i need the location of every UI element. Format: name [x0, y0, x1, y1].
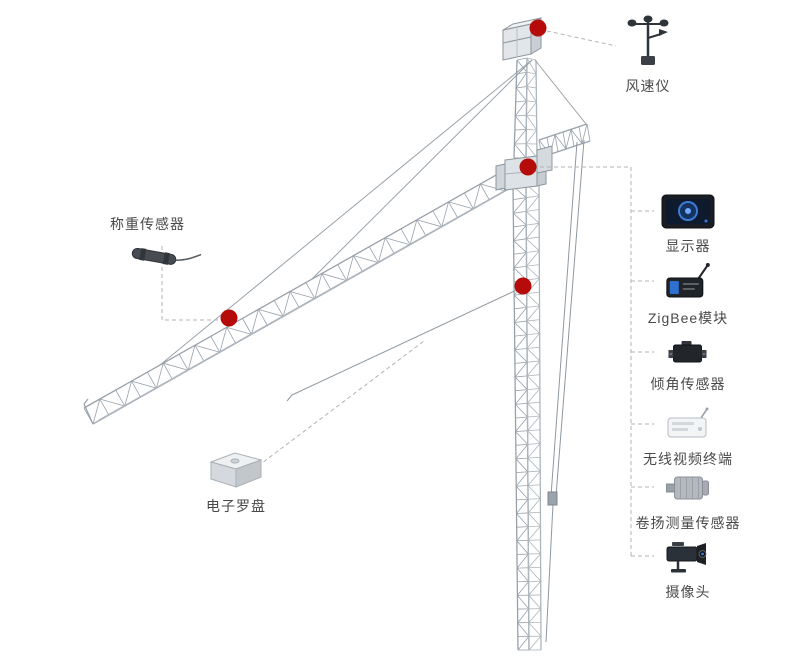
- sensor-markers: [220, 19, 547, 327]
- crane-lattice: [83, 57, 591, 651]
- marker-turntable-position: [519, 158, 537, 176]
- hook-block: [547, 491, 558, 506]
- marker-mast-position: [514, 277, 532, 295]
- marker-anemometer-position: [529, 19, 547, 37]
- jib-tip: [83, 398, 94, 425]
- hoist-cables: [545, 139, 585, 643]
- trolley-rope: [286, 287, 522, 402]
- marker-jib-position: [220, 309, 238, 327]
- connector-lines: [161, 30, 654, 557]
